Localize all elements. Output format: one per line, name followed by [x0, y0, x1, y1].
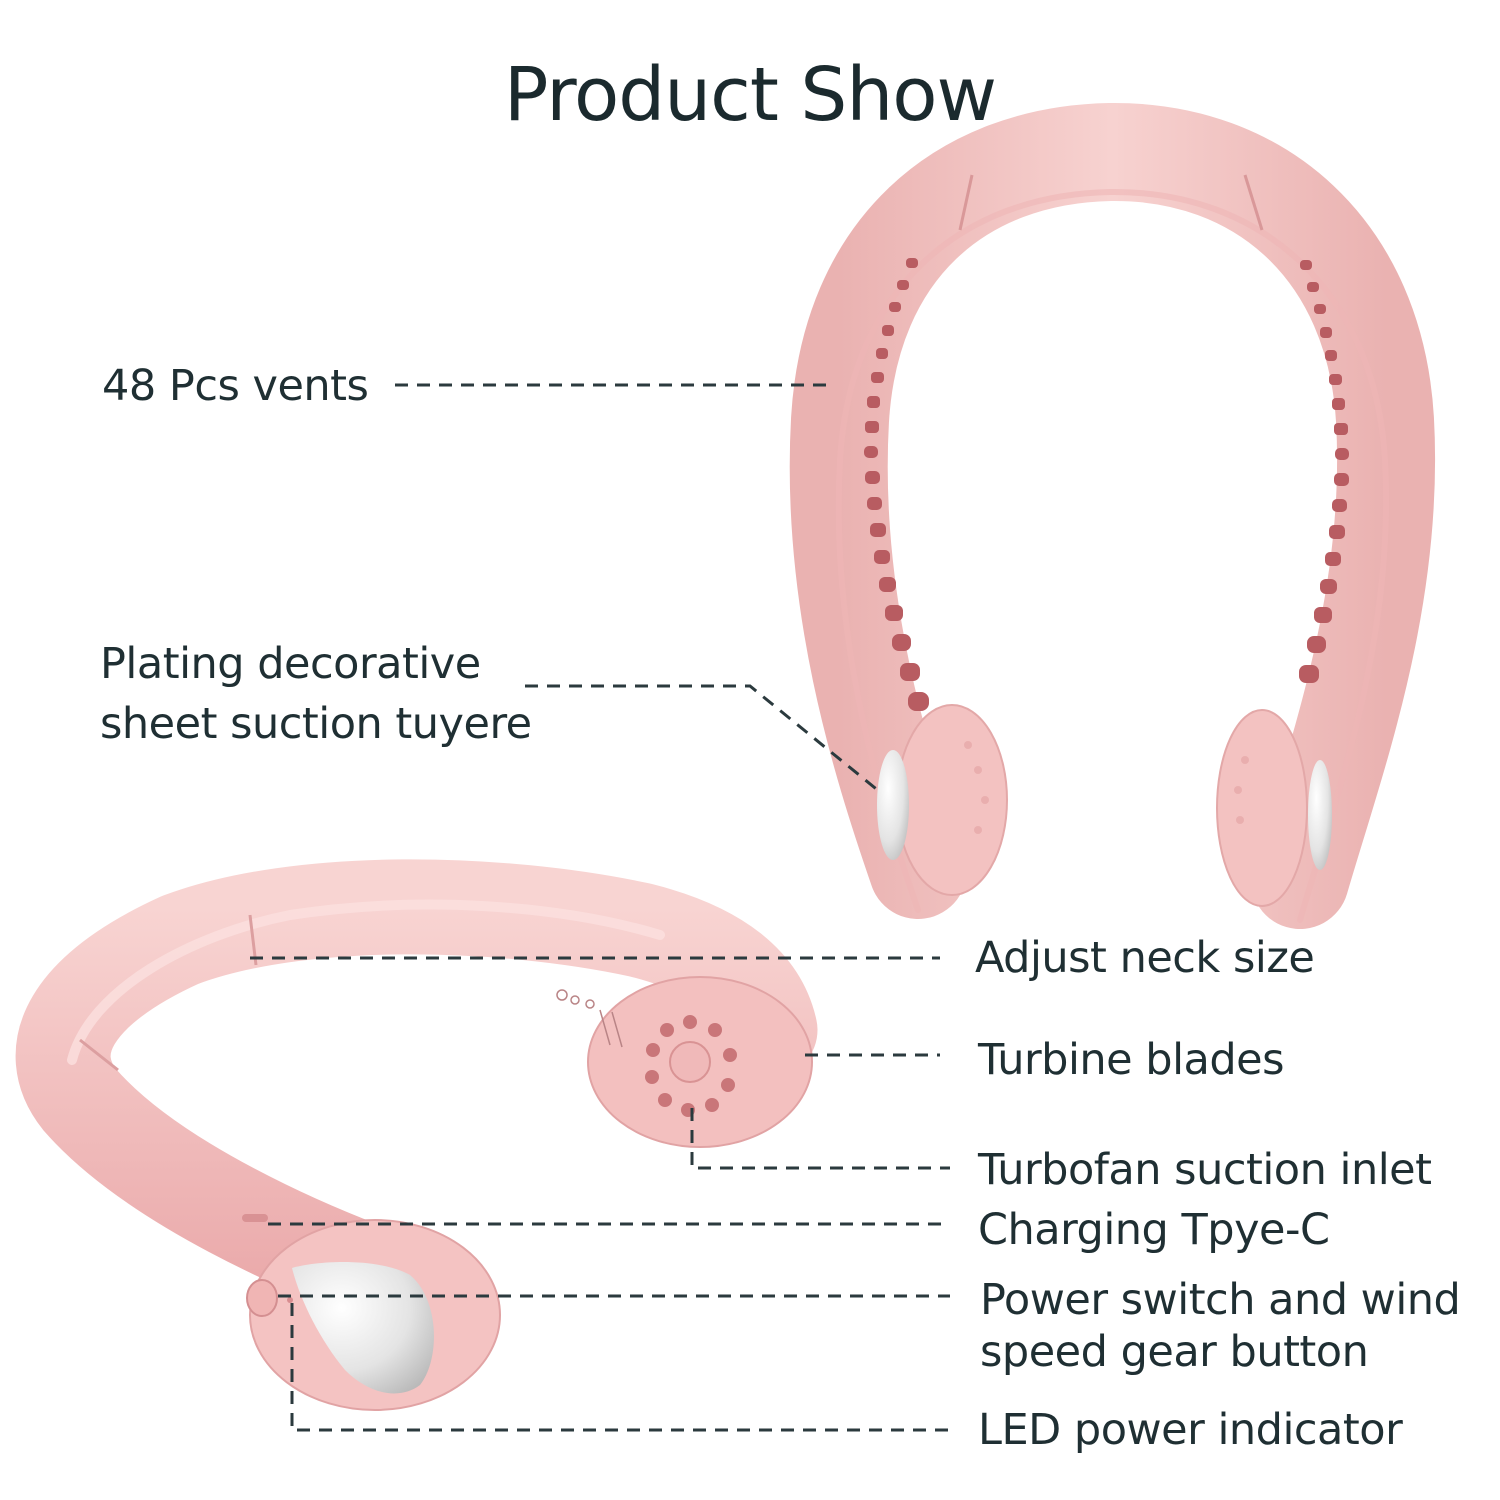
neck-fan-side-view	[15, 859, 818, 1411]
led-indicator	[287, 1297, 293, 1303]
label-plating-line1: Plating decorative	[100, 639, 481, 689]
label-power-line2: speed gear button	[980, 1327, 1369, 1377]
label-turbofan: Turbofan suction inlet	[978, 1145, 1432, 1195]
plating-sheet-right	[1308, 760, 1332, 870]
label-adjust: Adjust neck size	[975, 933, 1315, 983]
page-title: Product Show	[503, 52, 997, 138]
vents-left-row	[864, 258, 929, 711]
type-c-port	[242, 1214, 268, 1222]
leader-turbofan	[690, 1108, 950, 1170]
front-left-end	[896, 704, 1008, 896]
turbofan-inlet	[645, 1015, 737, 1117]
label-led: LED power indicator	[978, 1405, 1403, 1455]
leader-lines	[250, 383, 950, 1432]
front-view-band	[789, 102, 1436, 929]
label-charging: Charging Tpye-C	[978, 1205, 1330, 1255]
label-plating-line2: sheet suction tuyere	[100, 699, 532, 749]
power-button	[246, 1279, 278, 1317]
label-power-line1: Power switch and wind	[980, 1275, 1461, 1325]
neck-fan-front-view	[789, 102, 1436, 929]
plating-sheet-left	[877, 750, 909, 860]
vents-right-row	[1299, 260, 1349, 683]
side-view-band	[15, 859, 818, 1338]
label-turbine: Turbine blades	[978, 1035, 1285, 1085]
front-right-end	[1216, 709, 1308, 907]
label-vents: 48 Pcs vents	[102, 361, 369, 411]
leader-plating	[525, 684, 881, 794]
